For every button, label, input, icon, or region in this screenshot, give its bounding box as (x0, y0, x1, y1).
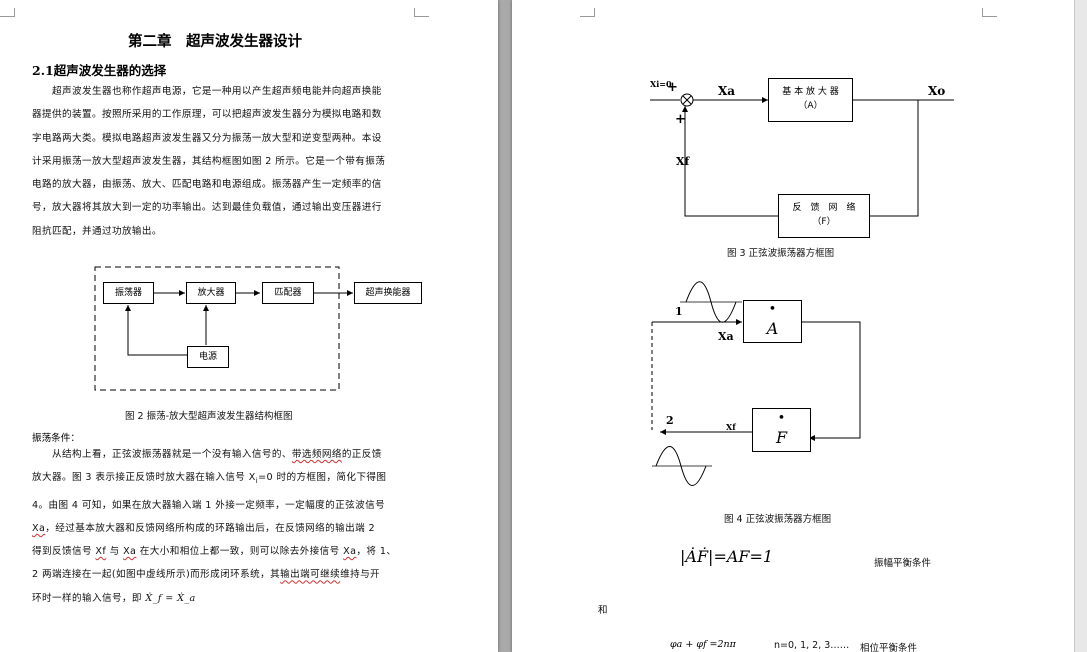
xi-label: Xi=0 (650, 79, 672, 89)
figure-3-wiring (650, 93, 954, 217)
paragraph-line: Xa，经过基本放大器和反馈网络所构成的环路输出后，在反馈网络的输出端 2 (32, 522, 376, 534)
oscillation-paragraph: 从结构上看，正弦波振荡器就是一个没有输入信号的、带选频网络的正反馈 放大器。图 … (32, 443, 396, 610)
amplitude-equation: |ȦḞ|=AF=1 (680, 547, 774, 566)
xa-label: Xa (718, 330, 734, 343)
basic-amplifier-block: 基 本 放 大 器 （A） (768, 78, 853, 122)
margin-mark (982, 8, 997, 17)
amplitude-condition-label: 振幅平衡条件 (874, 558, 932, 569)
paragraph-line: 号，放大器将其放大到一定的功率输出。达到最佳负载值，通过输出变压器进行 (32, 202, 382, 214)
phase-condition-label: 相位平衡条件 (860, 643, 918, 652)
chapter-title: 第二章 超声波发生器设计 (128, 33, 302, 50)
figure-2-caption: 图 2 振荡-放大型超声波发生器结构框图 (125, 411, 293, 422)
matching-block: 匹配器 (262, 282, 314, 304)
power-supply-block: 电源 (187, 346, 229, 368)
paragraph-line: 2 两端连接在一起(如图中虚线所示)而形成闭环系统，其输出端可继续维持与开 (32, 569, 381, 581)
feedback-f-block: • F (752, 408, 811, 452)
plus-sign: + (667, 80, 678, 95)
paragraph-line: 阻抗匹配，并通过功放输出。 (32, 225, 162, 237)
oscillator-block: 振荡器 (103, 282, 154, 304)
amplifier-a-block: • A (743, 300, 802, 343)
phase-n-values: n=0, 1, 2, 3…… (774, 640, 850, 651)
margin-mark (580, 8, 595, 17)
xf-label: Xf (676, 155, 690, 168)
xa-label: Xa (718, 84, 736, 98)
equation-xf-xa: Ẋ_f = Ẋ_a (145, 592, 196, 604)
vertical-scrollbar[interactable] (1074, 0, 1087, 652)
paragraph-line: 得到反馈信号 Xf 与 Xa 在大小和相位上都一致，则可以除去外接信号 Xa，将… (32, 546, 397, 558)
intro-paragraph: 超声波发生器也称作超声电源，它是一种用以产生超声频电能并向超声换能 器提供的装置… (32, 80, 385, 243)
paragraph-line: 字电路两大类。模拟电路超声波发生器又分为振荡一放大型和逆变型两种。本设 (32, 132, 382, 144)
feedback-network-block: 反 馈 网 络 （F） (778, 194, 870, 238)
and-label: 和 (598, 605, 608, 616)
document-page-right: Xi=0 + + Xa Xo Xf 基 本 放 大 器 （A） 反 馈 网 络 … (512, 0, 1075, 652)
margin-mark (414, 8, 429, 17)
figure-4-caption: 图 4 正弦波振荡器方框图 (724, 514, 832, 525)
section-title: 2.1超声波发生器的选择 (32, 63, 167, 78)
paragraph-line: 4。由图 4 可知，如果在放大器输入端 1 外接一定频率，一定幅度的正弦波信号 (32, 499, 386, 511)
node-2-label: 2 (666, 414, 674, 427)
figure-4-wiring (651, 281, 861, 486)
plus-sign: + (675, 112, 686, 127)
paragraph-line: 电路的放大器，由振荡、放大、匹配电路和电源组成。振荡器产生一定频率的信 (32, 179, 382, 191)
paragraph-line: 环时一样的输入信号，即 Ẋ_f = Ẋ_a (32, 592, 196, 604)
phase-equation: φa + φf =2nπ (670, 639, 736, 650)
amplifier-block: 放大器 (186, 282, 236, 304)
xo-label: Xo (928, 84, 946, 98)
paragraph-line: 从结构上看，正弦波振荡器就是一个没有输入信号的、带选频网络的正反馈 (32, 449, 382, 460)
paragraph-line: 器提供的装置。按照所采用的工作原理，可以把超声波发生器分为模拟电路和数 (32, 109, 382, 121)
figure-2-wiring (94, 266, 353, 391)
figure-3-caption: 图 3 正弦波振荡器方框图 (727, 248, 835, 259)
transducer-block: 超声换能器 (354, 282, 422, 304)
paragraph-line: 计采用振荡一放大型超声波发生器，其结构框图如图 2 所示。它是一个带有振荡 (32, 155, 386, 167)
paragraph-line: 超声波发生器也称作超声电源，它是一种用以产生超声频电能并向超声换能 (32, 86, 382, 97)
document-page-left: 第二章 超声波发生器设计 2.1超声波发生器的选择 超声波发生器也称作超声电源，… (0, 0, 498, 652)
paragraph-line: 放大器。图 3 表示接正反馈时放大器在输入信号 Xi=0 时的方框图，简化下得图 (32, 472, 387, 486)
node-1-label: 1 (675, 305, 683, 318)
xf-label: Xf (726, 422, 736, 432)
margin-mark (0, 8, 15, 17)
condition-label: 振荡条件： (32, 433, 80, 444)
